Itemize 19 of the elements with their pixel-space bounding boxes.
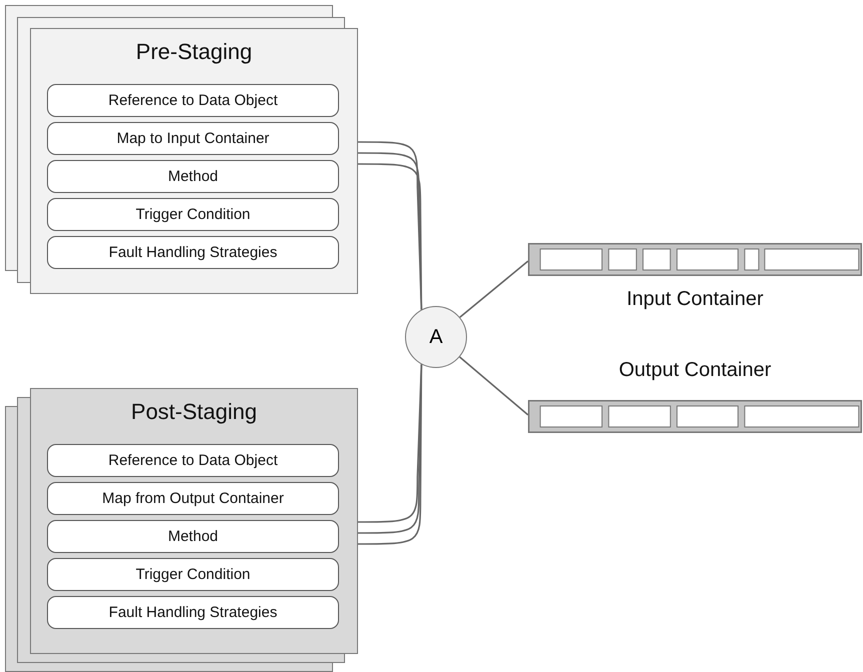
- container-label: Input Container: [626, 288, 764, 311]
- item-box: Trigger Condition: [47, 198, 339, 231]
- item-box: Reference to Data Object: [47, 444, 339, 477]
- junction-circle: A: [405, 306, 467, 368]
- card-title: Post-Staging: [130, 399, 258, 425]
- item-box: Reference to Data Object: [47, 84, 339, 117]
- item-box: Fault Handling Strategies: [47, 596, 339, 629]
- connector-line: [459, 356, 529, 416]
- item-box: Method: [47, 160, 339, 193]
- item-box: Map to Input Container: [47, 122, 339, 155]
- connector-line: [459, 260, 528, 318]
- stage-card: [30, 388, 358, 654]
- stage-card: [30, 28, 358, 294]
- item-box: Fault Handling Strategies: [47, 236, 339, 269]
- item-box: Trigger Condition: [47, 558, 339, 591]
- item-box: Map from Output Container: [47, 482, 339, 515]
- card-title: Pre-Staging: [134, 39, 254, 65]
- container-label: Output Container: [618, 359, 772, 382]
- item-box: Method: [47, 520, 339, 553]
